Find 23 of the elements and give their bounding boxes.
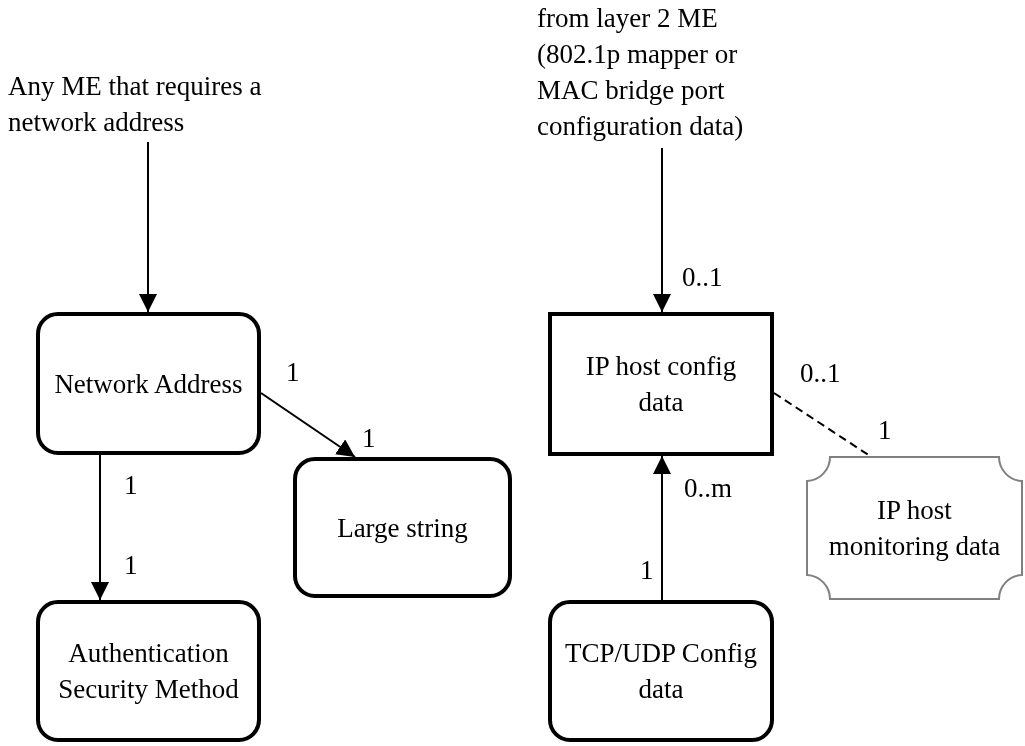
multiplicity-label: 0..m (684, 473, 732, 503)
multiplicity-label: 1 (286, 357, 300, 387)
multiplicity-label: 1 (124, 470, 138, 500)
multiplicity-label: 0..1 (800, 358, 841, 388)
node-label: IP host monitoring data (827, 494, 1002, 563)
multiplicity-label: 1 (878, 415, 892, 445)
arrow (139, 141, 157, 313)
entity-box: Network Address (36, 312, 261, 455)
entity-box: Authentication Security Method (36, 600, 261, 742)
multiplicity-label: 0..1 (682, 262, 723, 292)
arrow (653, 455, 671, 601)
node-label: from layer 2 ME (802.1p mapper or MAC bridge port configuration data) (537, 2, 745, 143)
node-label: Any ME that requires a network address (8, 70, 263, 139)
arrow (260, 392, 356, 458)
multiplicity-label: 1 (124, 550, 138, 580)
arrow (91, 454, 109, 601)
entity-box: TCP/UDP Config data (548, 600, 774, 742)
dashed-connector (773, 392, 871, 457)
arrow (653, 147, 671, 313)
entity-box: Large string (293, 457, 512, 598)
multiplicity-label: 1 (640, 555, 654, 585)
entity-box: IP host config data (548, 312, 774, 456)
multiplicity-label: 1 (362, 423, 376, 453)
